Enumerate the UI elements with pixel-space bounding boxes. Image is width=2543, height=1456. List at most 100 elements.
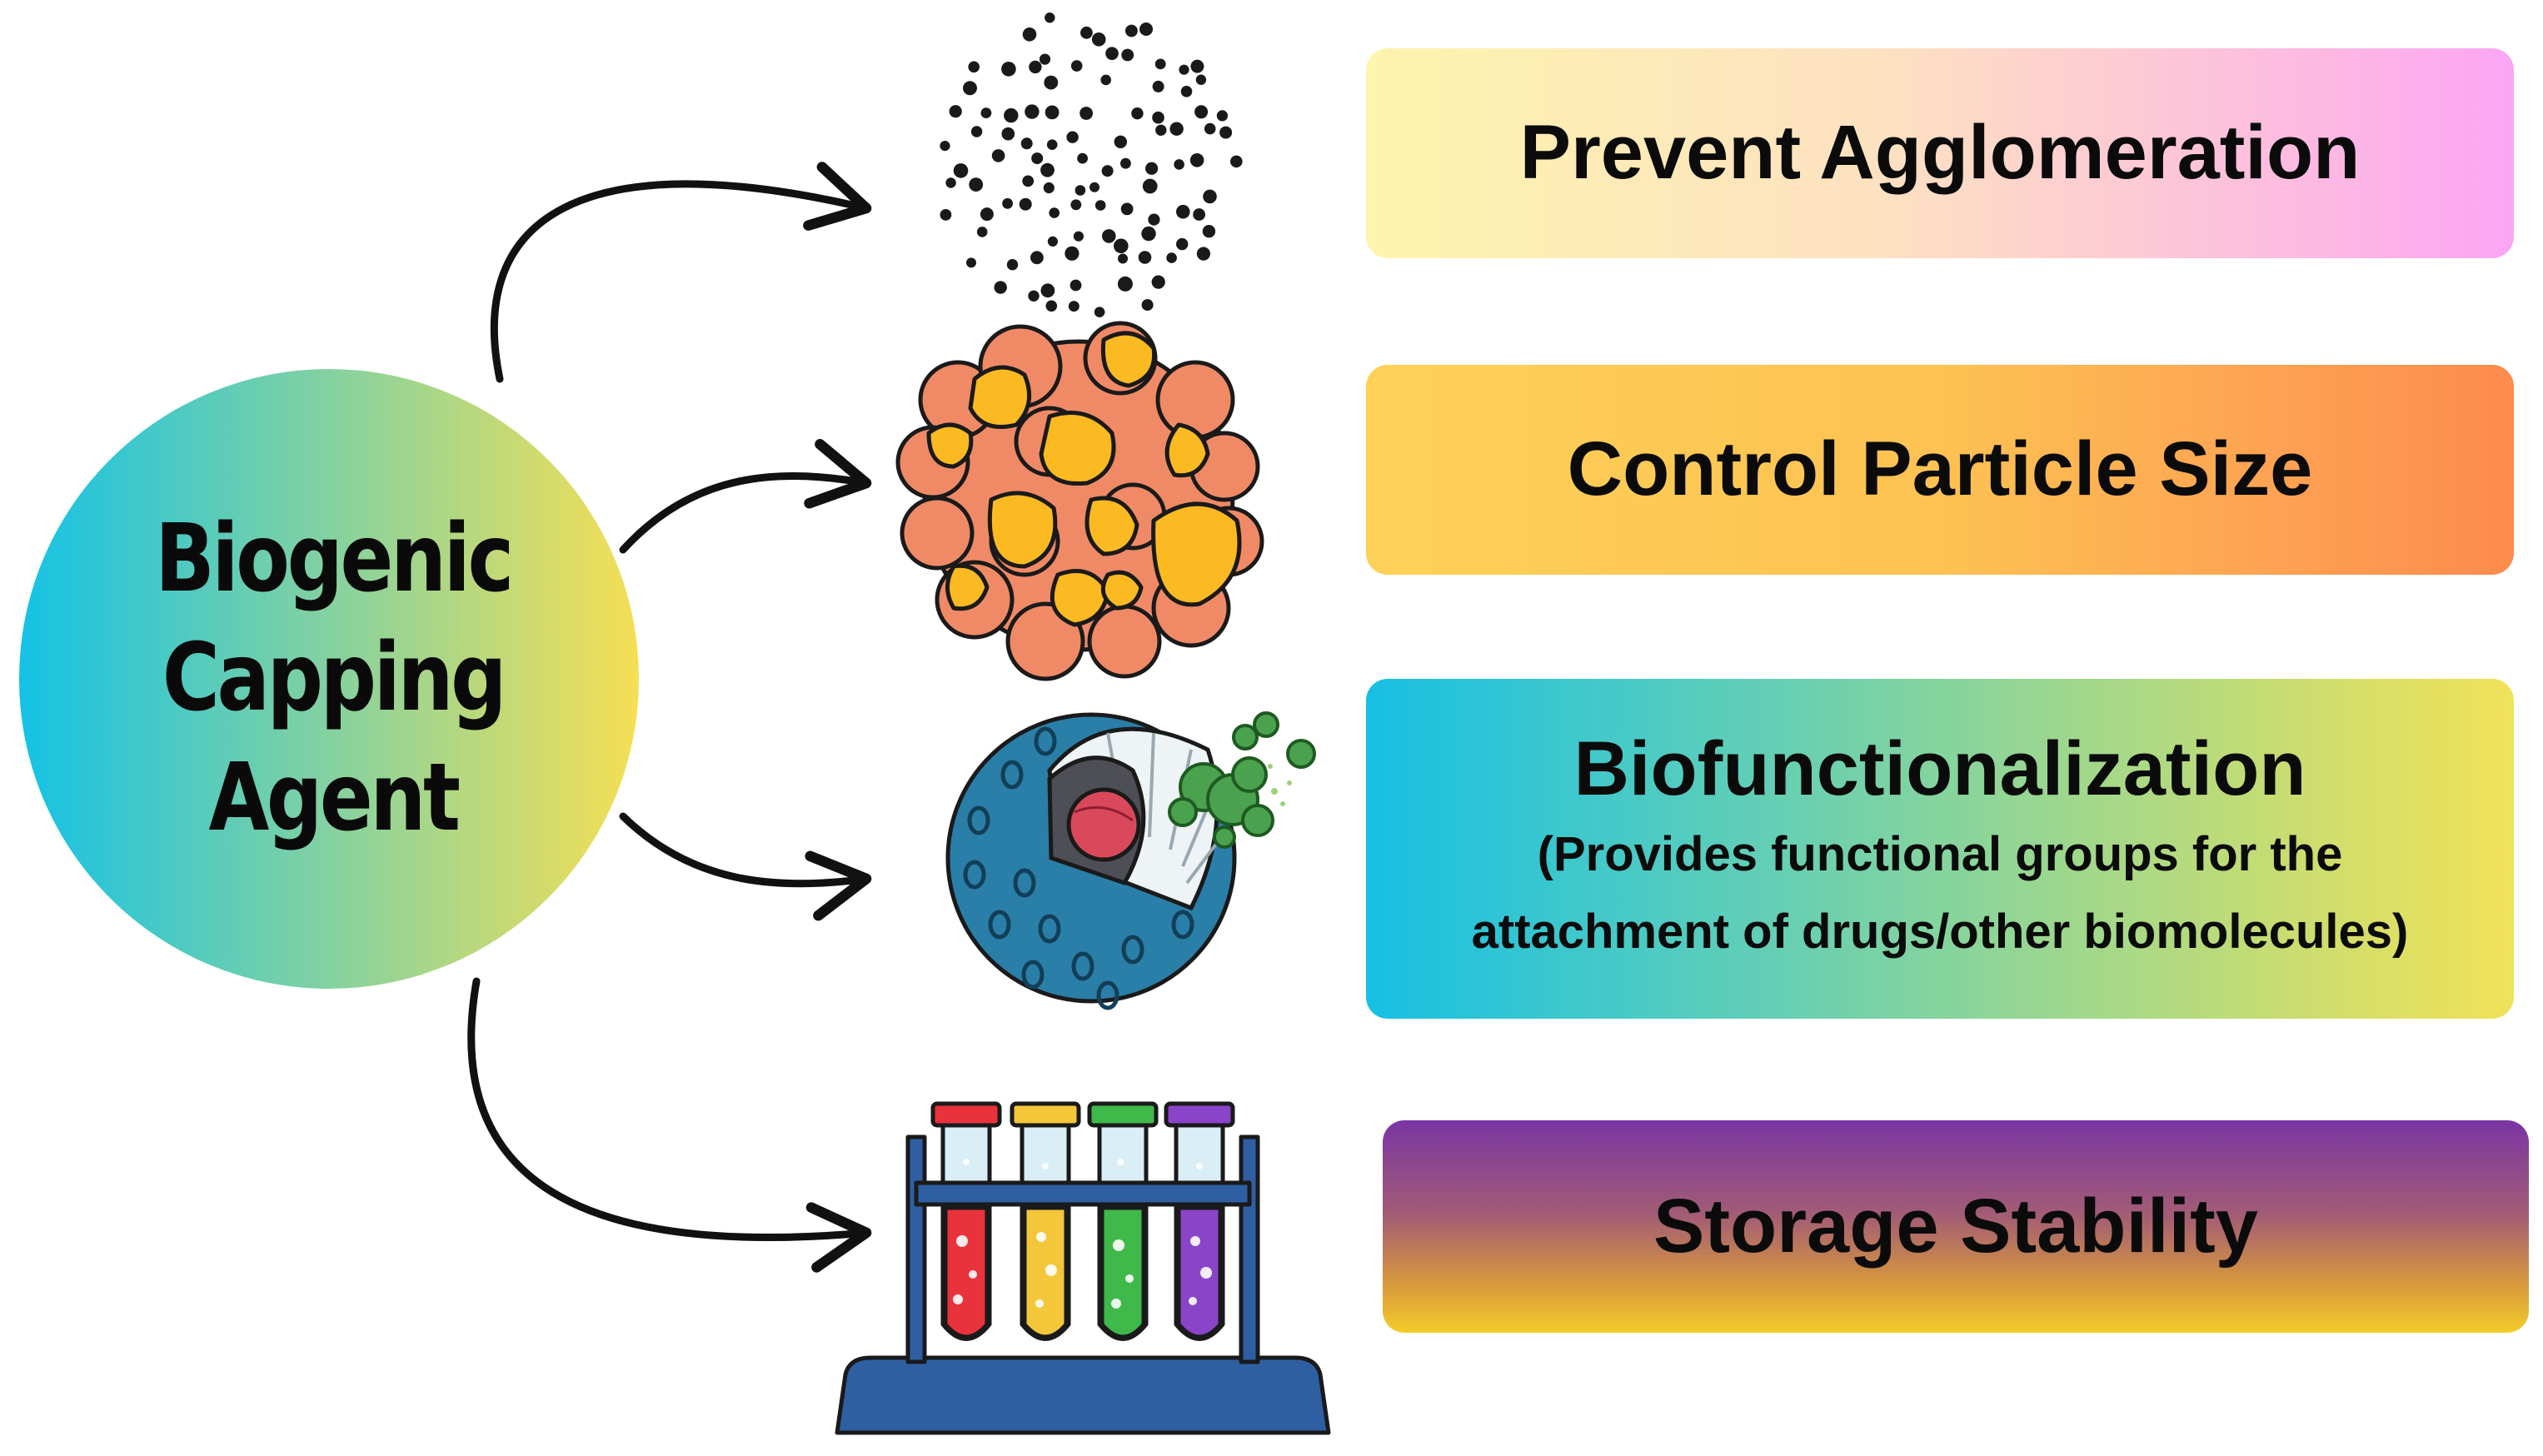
- nanoparticle-dot: [1043, 182, 1055, 194]
- nanoparticle-dot: [1174, 159, 1184, 170]
- box-label: Control Particle Size: [1567, 426, 2313, 512]
- nanoparticle-dot: [1176, 204, 1190, 219]
- nanoparticle-dot: [940, 141, 950, 152]
- nanoparticle-dot: [1101, 165, 1114, 177]
- nanoparticle-dot: [1166, 252, 1177, 263]
- nanoparticle-dot: [1230, 155, 1243, 168]
- nanoparticle-dot: [1090, 182, 1099, 192]
- arrow-to-functionalized: [619, 812, 872, 921]
- nanoparticle-dot: [1193, 208, 1205, 221]
- nanoparticle-dot: [1022, 27, 1037, 42]
- nanoparticle-dot: [1025, 104, 1040, 119]
- nanoparticle-dot: [1045, 105, 1060, 120]
- nanoparticle-dot: [1070, 199, 1082, 211]
- nanoparticle-dot: [969, 177, 984, 192]
- nanoparticle-dot: [1075, 185, 1086, 196]
- nanoparticle-dot: [1152, 111, 1164, 124]
- nanoparticle-dot: [1152, 80, 1164, 92]
- nanoparticle-dot: [1001, 62, 1016, 77]
- nanoparticle-dot: [1216, 110, 1228, 122]
- nanoparticle-dot: [1045, 12, 1055, 23]
- nanoparticle-dot: [1190, 59, 1204, 73]
- tube-green: [1087, 1101, 1159, 1341]
- nanoparticle-dot: [1006, 259, 1019, 271]
- nanoparticle-dot: [1179, 64, 1189, 75]
- box-label: Biofunctionalization: [1573, 726, 2306, 811]
- nanoparticle-dot: [1196, 247, 1210, 261]
- nanoparticle-dot: [1080, 26, 1093, 39]
- nanoparticle-dot: [1073, 231, 1084, 242]
- nanoparticle-dot: [1189, 153, 1204, 167]
- nanoparticle-dot: [1194, 105, 1209, 119]
- nanoparticle-dot: [945, 177, 956, 188]
- nanoparticle-dot: [970, 126, 983, 137]
- functionalized-nanoparticle-icon: [945, 711, 1316, 1010]
- tube-purple: [1164, 1101, 1235, 1341]
- nanoparticle-dot: [1117, 276, 1133, 292]
- nanoparticle-dot: [1066, 131, 1079, 143]
- nanoparticle-dot: [1080, 107, 1093, 120]
- nanoparticle-dot: [1141, 299, 1154, 312]
- nanoparticle-dot: [1131, 107, 1144, 120]
- nanoparticle-dot: [1022, 175, 1035, 187]
- nanoparticle-dot: [1195, 74, 1207, 85]
- box-label: Prevent Agglomeration: [1519, 110, 2361, 196]
- box-sub-line2: attachment of drugs/other biomolecules): [1471, 904, 2409, 959]
- nanoparticle-dot: [1044, 75, 1059, 90]
- nanoparticle-dot: [1019, 197, 1032, 211]
- nanoparticle-dot: [1094, 200, 1106, 211]
- dispersed-nanoparticles-icon: [940, 12, 1243, 318]
- nanoparticle-dot: [1105, 47, 1119, 60]
- nanoparticle-dot: [940, 209, 952, 221]
- nanoparticle-dot: [1070, 60, 1083, 72]
- nanoparticle-dot: [968, 61, 980, 73]
- box-sub-line1: (Provides functional groups for the: [1537, 826, 2343, 881]
- nanoparticle-dot: [980, 107, 992, 119]
- nanoparticle-dot: [1120, 202, 1134, 216]
- nanoparticle-dot: [1204, 122, 1216, 135]
- nanoparticle-dot: [1047, 236, 1058, 247]
- test-tube-rack-icon: [835, 1101, 1331, 1435]
- nanoparticle-dot: [1045, 300, 1058, 312]
- nanoparticle-dot: [1029, 60, 1042, 74]
- nanoparticle-dot: [1049, 207, 1060, 218]
- arrow-to-test-tubes: [467, 977, 872, 1273]
- tube-red: [930, 1101, 1002, 1341]
- nanoparticle-dot: [980, 207, 994, 222]
- nanoparticle-dot: [1030, 251, 1044, 265]
- nanoparticle-dot: [1028, 290, 1040, 302]
- nanoparticle-dot: [1138, 251, 1152, 264]
- box-storage-stability: Storage Stability: [1383, 1120, 2529, 1333]
- nanoparticle-dot: [994, 281, 1007, 294]
- nanoparticle-dot: [1141, 226, 1156, 242]
- nanoparticle-dot: [1155, 124, 1167, 136]
- nanoparticle-dot: [1046, 139, 1058, 150]
- nanoparticle-dot: [1114, 135, 1128, 148]
- nanoparticle-dot: [1180, 86, 1193, 97]
- nanoparticle-dot: [1202, 225, 1216, 238]
- nanoparticle-dot: [1040, 162, 1055, 177]
- nanoparticle-dot: [1002, 197, 1013, 209]
- nanoparticle-dot: [1068, 301, 1080, 312]
- nanoparticle-dot: [1148, 213, 1160, 226]
- nanoparticle-dot: [1020, 137, 1033, 150]
- nanoparticle-dot: [1169, 122, 1184, 136]
- box-control-particle-size: Control Particle Size: [1366, 365, 2514, 575]
- nanoparticle-dot: [1203, 189, 1217, 204]
- nanoparticle-dot: [1077, 152, 1088, 164]
- nanoparticle-dot: [1031, 152, 1044, 165]
- box-biofunctionalization: Biofunctionalization (Provides functiona…: [1366, 679, 2514, 1019]
- capping-agent-circle: [19, 369, 639, 989]
- nanoparticle-dot: [949, 105, 962, 118]
- nanoparticle-dot: [963, 81, 977, 96]
- box-label: Storage Stability: [1653, 1183, 2258, 1269]
- nanoparticle-dot: [1120, 157, 1131, 169]
- nanoparticle-dot: [1114, 238, 1129, 254]
- box-prevent-agglomeration: Prevent Agglomeration: [1366, 48, 2514, 258]
- arrow-to-dispersed: [490, 162, 872, 383]
- nanoparticle-dot: [1040, 283, 1055, 298]
- nanoparticle-dot: [1039, 53, 1051, 65]
- nanoparticle-dot: [966, 257, 976, 268]
- nanoparticle-dot: [1125, 24, 1138, 37]
